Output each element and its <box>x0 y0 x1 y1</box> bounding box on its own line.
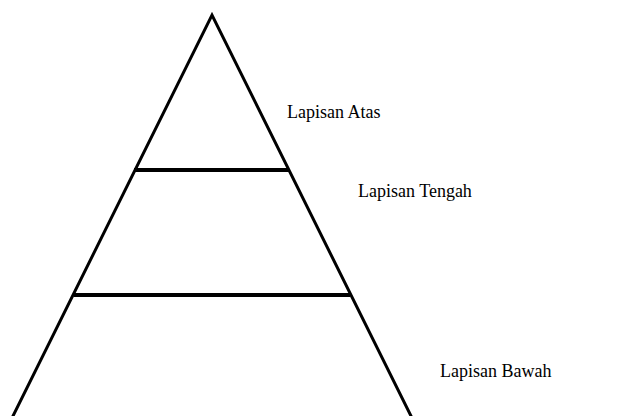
pyramid-outline <box>12 15 412 416</box>
layer-label: Lapisan Tengah <box>358 180 472 202</box>
layer-divider <box>74 293 350 297</box>
layer-divider <box>134 168 289 172</box>
layer-label: Lapisan Atas <box>287 101 380 123</box>
layer-label: Lapisan Bawah <box>440 360 551 382</box>
